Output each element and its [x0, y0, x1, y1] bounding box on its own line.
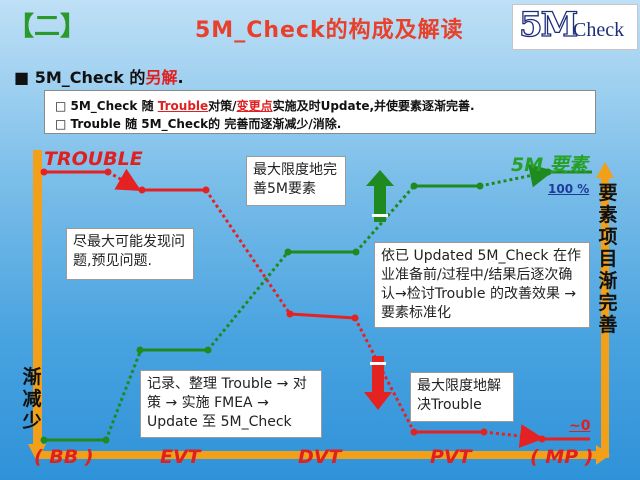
logo: 5M Check [512, 4, 638, 50]
callout-maximize-elements: 最大限度地完善5M要素 [246, 156, 346, 206]
logo-mark: 5M [518, 4, 579, 45]
percent-label: 100 % [548, 182, 590, 196]
up-arrow-icon [366, 170, 394, 222]
note-box: □ 5M_Check 随 Trouble对策/变更点实施及时Update,并使要… [44, 90, 596, 134]
callout-find-problems: 尽最大可能发现问题,预见问题. [66, 228, 194, 280]
left-axis-bar [33, 150, 42, 454]
subtitle-suffix: . [177, 68, 184, 87]
phase-bb: ( BB ) [34, 446, 94, 468]
right-axis-arrowhead [596, 162, 614, 178]
elements-label: 5M 要素 [511, 154, 588, 176]
left-vertical-label: 渐减少 [22, 366, 42, 432]
phase-evt: EVT [160, 446, 201, 468]
subtitle: ■ 5M_Check 的另解. [14, 64, 184, 88]
trouble-line [44, 168, 590, 448]
note-text: 对策/ [208, 99, 237, 113]
subtitle-highlight: 另解 [145, 68, 178, 87]
section-number: 【二】 [8, 12, 87, 42]
zero-label: ~0 [569, 418, 591, 434]
phase-mp: ( MP ) [530, 446, 594, 468]
trouble-points [40, 168, 546, 443]
callout-solve-trouble: 最大限度地解决Trouble [410, 372, 514, 422]
phase-dvt: DVT [298, 446, 342, 468]
callout-record-update: 记录、整理 Trouble → 对策 → 实施 FMEA → Update 至 … [140, 370, 322, 438]
note-text: 实施及时Update,并使要素逐渐完善. [272, 99, 475, 113]
callout-confirm-standardize: 依已 Updated 5M_Check 在作业准备前/过程中/结果后逐次确认→检… [374, 242, 590, 328]
elements-points [40, 168, 552, 444]
trouble-label: TROUBLE [44, 148, 143, 170]
note-text: □ 5M_Check 随 [55, 99, 158, 113]
phase-pvt: PVT [430, 446, 472, 468]
left-axis-arrowhead [28, 444, 46, 462]
note-highlight: Trouble [157, 99, 209, 113]
note-line-2: □ Trouble 随 5M_Check的 完善而逐渐减少/消除. [55, 117, 342, 131]
page-title: 5M_Check的构成及解读 [195, 18, 464, 43]
note-highlight: 变更点 [236, 99, 273, 113]
note-line-1: □ 5M_Check 随 Trouble对策/变更点实施及时Update,并使要… [55, 97, 475, 114]
logo-word: Check [573, 19, 625, 41]
right-vertical-label: 要素项目渐完善 [598, 182, 618, 336]
down-arrow-icon [364, 356, 392, 410]
bottom-axis-bar [38, 451, 596, 459]
right-axis-bar [601, 176, 609, 458]
subtitle-prefix: ■ 5M_Check 的 [14, 68, 146, 87]
